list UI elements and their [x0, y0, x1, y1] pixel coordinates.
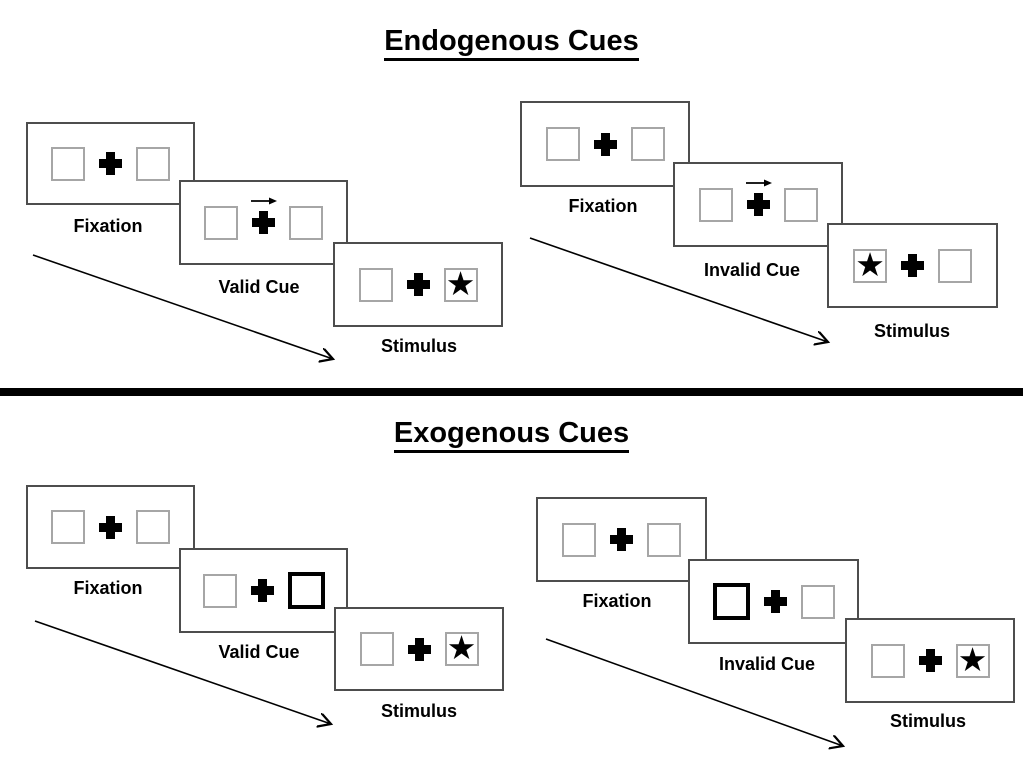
star-icon: ★ [445, 263, 476, 303]
right-box [783, 187, 818, 222]
stimulus-panel: ★ [333, 242, 503, 327]
right-box [938, 248, 972, 283]
panel-label-stimulus: Stimulus [380, 701, 458, 721]
right-box-cue-highlight [287, 572, 325, 609]
timeline-arrow [34, 620, 341, 732]
fixation-cross-icon [918, 649, 942, 672]
fixation-cross-icon [901, 254, 924, 277]
star-icon: ★ [855, 244, 885, 284]
left-box [698, 187, 733, 222]
left-box [562, 522, 596, 557]
fixation-cross-icon [251, 197, 277, 234]
left-box [870, 643, 905, 678]
fixation-cross-icon [407, 637, 431, 661]
left-box [51, 510, 85, 544]
panel-label-valid-cue: Valid Cue [218, 642, 300, 662]
left-box [202, 573, 237, 608]
fixation-panel [520, 101, 690, 187]
fixation-cross-icon [250, 579, 274, 602]
fixation-cross-icon [99, 515, 122, 539]
stimulus-panel: ★ [845, 618, 1015, 703]
invalid-cue-panel [688, 559, 859, 644]
fixation-panel [536, 497, 707, 582]
fixation-cross-icon [593, 132, 617, 156]
left-box [204, 205, 238, 240]
left-box-with-target: ★ [853, 244, 887, 284]
fixation-cross-icon [610, 528, 633, 551]
panel-label-stimulus: Stimulus [889, 711, 967, 731]
star-icon: ★ [957, 639, 988, 679]
right-box [136, 510, 170, 544]
timeline-arrow [32, 254, 345, 368]
left-box [545, 127, 580, 161]
right-box [800, 584, 835, 619]
left-box [51, 146, 85, 181]
right-box [289, 205, 323, 240]
invalid-cue-panel [673, 162, 843, 247]
right-box-with-target: ★ [955, 639, 990, 679]
section-title-exogenous: Exogenous Cues [0, 416, 1023, 453]
right-box-with-target: ★ [443, 263, 478, 303]
left-box [359, 632, 394, 666]
fixation-panel [26, 485, 195, 569]
cue-arrow-right-icon [251, 197, 277, 205]
fixation-panel [26, 122, 195, 205]
section-divider [0, 388, 1023, 396]
cue-arrow-right-icon [745, 179, 772, 187]
right-box [630, 127, 665, 161]
right-box [647, 522, 681, 557]
panel-label-invalid-cue: Invalid Cue [703, 260, 801, 280]
left-box [358, 267, 393, 302]
panel-label-invalid-cue: Invalid Cue [718, 654, 816, 674]
panel-label-fixation: Fixation [568, 196, 638, 216]
stimulus-panel: ★ [334, 607, 504, 691]
section-title-endogenous: Endogenous Cues [0, 24, 1023, 61]
fixation-cross-icon [763, 590, 787, 613]
timeline-arrow [545, 638, 853, 753]
panel-label-stimulus: Stimulus [873, 321, 951, 341]
panel-label-fixation: Fixation [582, 591, 652, 611]
valid-cue-panel [179, 180, 348, 265]
panel-label-fixation: Fixation [73, 578, 143, 598]
right-box [136, 146, 170, 181]
section-title-endogenous-text: Endogenous Cues [384, 25, 639, 61]
right-box-with-target: ★ [444, 628, 479, 667]
fixation-cross-icon [745, 179, 772, 216]
fixation-cross-icon [406, 273, 430, 296]
star-icon: ★ [446, 628, 477, 667]
timeline-arrow [529, 237, 838, 350]
left-box-cue-highlight [712, 583, 750, 620]
stimulus-panel: ★ [827, 223, 998, 308]
panel-label-valid-cue: Valid Cue [218, 277, 300, 297]
panel-label-fixation: Fixation [73, 216, 143, 236]
fixation-cross-icon [99, 152, 122, 175]
section-title-exogenous-text: Exogenous Cues [393, 417, 630, 453]
panel-label-stimulus: Stimulus [380, 336, 458, 356]
valid-cue-panel [179, 548, 348, 633]
